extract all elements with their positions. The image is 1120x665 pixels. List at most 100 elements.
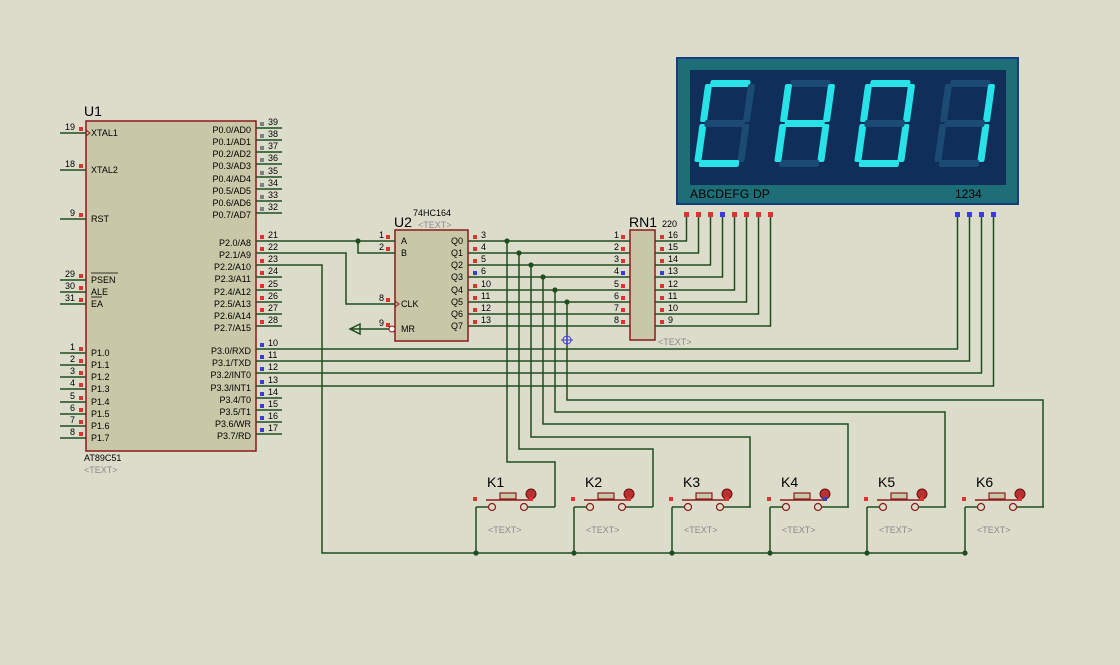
u1-text-placeholder: <TEXT> (84, 465, 118, 475)
u1-pin-name: P3.0/RXD (211, 346, 252, 356)
u2-pin-name: Q1 (451, 248, 463, 258)
junction-dot (540, 274, 546, 280)
u2-pin-marker (473, 320, 477, 324)
u1-pin-name: P0.5/AD5 (212, 186, 251, 196)
u2-pin-number: 2 (379, 242, 384, 252)
key-pin-marker (864, 497, 868, 501)
u1-pin-name: P3.6/WR (215, 419, 252, 429)
display-pin-marker (708, 212, 713, 217)
rn1-pin-marker (621, 259, 625, 263)
u1-pin-name: PSEN (91, 275, 116, 285)
u2-pin-number: 3 (481, 230, 486, 240)
key-plunger-cap (597, 492, 615, 500)
display-segment (858, 160, 900, 167)
u1-pin-marker (79, 298, 83, 302)
push-button-k6: K6<TEXT> (962, 474, 1044, 556)
display-segment (698, 160, 740, 167)
display-digit-label: 1234 (955, 187, 982, 201)
push-button-k3: K3<TEXT> (669, 474, 751, 556)
rn1-pin-number: 9 (668, 315, 673, 325)
u1-pin-number: 15 (268, 399, 278, 409)
seven-segment-display[interactable]: ABCDEFG DP 1234 (676, 57, 1019, 217)
rn1-pin-marker (621, 284, 625, 288)
display-segment (710, 80, 751, 87)
u2-body (394, 229, 469, 342)
junction-dot (473, 550, 479, 556)
rn1-pin-number: 2 (614, 242, 619, 252)
u1-pin-name: P0.2/AD2 (212, 149, 251, 159)
u1-pin-name: P1.6 (91, 421, 110, 431)
u1-pin-name: P3.3/INT1 (210, 383, 251, 393)
u2-pin-number: 6 (481, 266, 486, 276)
u1-pin-name: RST (91, 214, 110, 224)
u1-pin-marker (260, 380, 264, 384)
display-segment (870, 80, 911, 87)
key-text-placeholder: <TEXT> (782, 525, 816, 535)
display-segment (854, 124, 867, 162)
u1-pin-name: ALE (91, 287, 108, 297)
display-glass (690, 70, 1006, 185)
display-segment (743, 84, 755, 122)
u2-pin-name: Q3 (451, 272, 463, 282)
display-segment (860, 84, 872, 122)
u1-pin-name: P1.3 (91, 384, 110, 394)
display-pin-marker (720, 212, 725, 217)
wire (542, 277, 849, 507)
junction-dot (528, 262, 534, 268)
rn1-pin-number: 5 (614, 279, 619, 289)
u1-pin-name: P0.6/AD6 (212, 198, 251, 208)
u1-pin-number: 33 (268, 190, 278, 200)
rn1-pin-marker (660, 320, 664, 324)
rn1-pin-number: 15 (668, 242, 678, 252)
wire (357, 241, 370, 254)
u1-pin-number: 11 (268, 350, 277, 360)
u1-component[interactable]: U1 AT89C51 <TEXT> 19XTAL118XTAL29RST29PS… (60, 103, 282, 475)
u1-pin-number: 26 (268, 291, 278, 301)
u2-pin-number: 4 (481, 242, 486, 252)
key-contact (585, 502, 595, 512)
key-plunger-cap (793, 492, 811, 500)
display-segment (940, 84, 952, 122)
u2-pin-marker (473, 284, 477, 288)
u1-pin-number: 18 (65, 159, 75, 169)
u1-pin-name: P1.4 (91, 397, 110, 407)
u1-pin-name: P1.2 (91, 372, 110, 382)
key-contact (1008, 502, 1018, 512)
u2-text-placeholder: <TEXT> (418, 220, 452, 230)
display-segment (778, 160, 820, 167)
rn1-pin-number: 6 (614, 291, 619, 301)
display-pin-marker (744, 212, 749, 217)
rn1-ref-label: RN1 (629, 214, 657, 230)
u1-pin-marker (260, 416, 264, 420)
u1-pin-marker (79, 408, 83, 412)
wire (506, 241, 556, 507)
u1-pin-number: 25 (268, 279, 278, 289)
u1-pin-number: 22 (268, 242, 278, 252)
u1-pin-marker (79, 383, 83, 387)
junction-dot (355, 238, 361, 244)
display-segment (790, 80, 831, 87)
u1-pin-number: 30 (65, 281, 75, 291)
u1-pin-marker (79, 359, 83, 363)
u2-component[interactable]: U2 74HC164 <TEXT> 1A2B8CLK9MR3Q04Q15Q26Q… (370, 208, 493, 342)
rn1-pin-marker (660, 235, 664, 239)
u2-pin-marker (473, 271, 477, 275)
u1-pin-name: P3.2/INT0 (210, 370, 251, 380)
u1-pin-number: 3 (70, 366, 75, 376)
u1-pin-number: 31 (65, 293, 75, 303)
key-contact (519, 502, 529, 512)
u1-pin-number: 34 (268, 178, 278, 188)
key-plunger-cap (499, 492, 517, 500)
u1-pin-name: P3.1/TXD (212, 358, 252, 368)
u2-pin-name: MR (401, 324, 415, 334)
u1-pin-name: P2.7/A15 (214, 323, 251, 333)
display-segment (780, 84, 792, 122)
u1-pin-name: P0.4/AD4 (212, 174, 251, 184)
key-pin-marker (571, 497, 575, 501)
u1-pin-number: 9 (70, 208, 75, 218)
u2-pin-marker (386, 235, 390, 239)
u1-pin-marker (79, 432, 83, 436)
